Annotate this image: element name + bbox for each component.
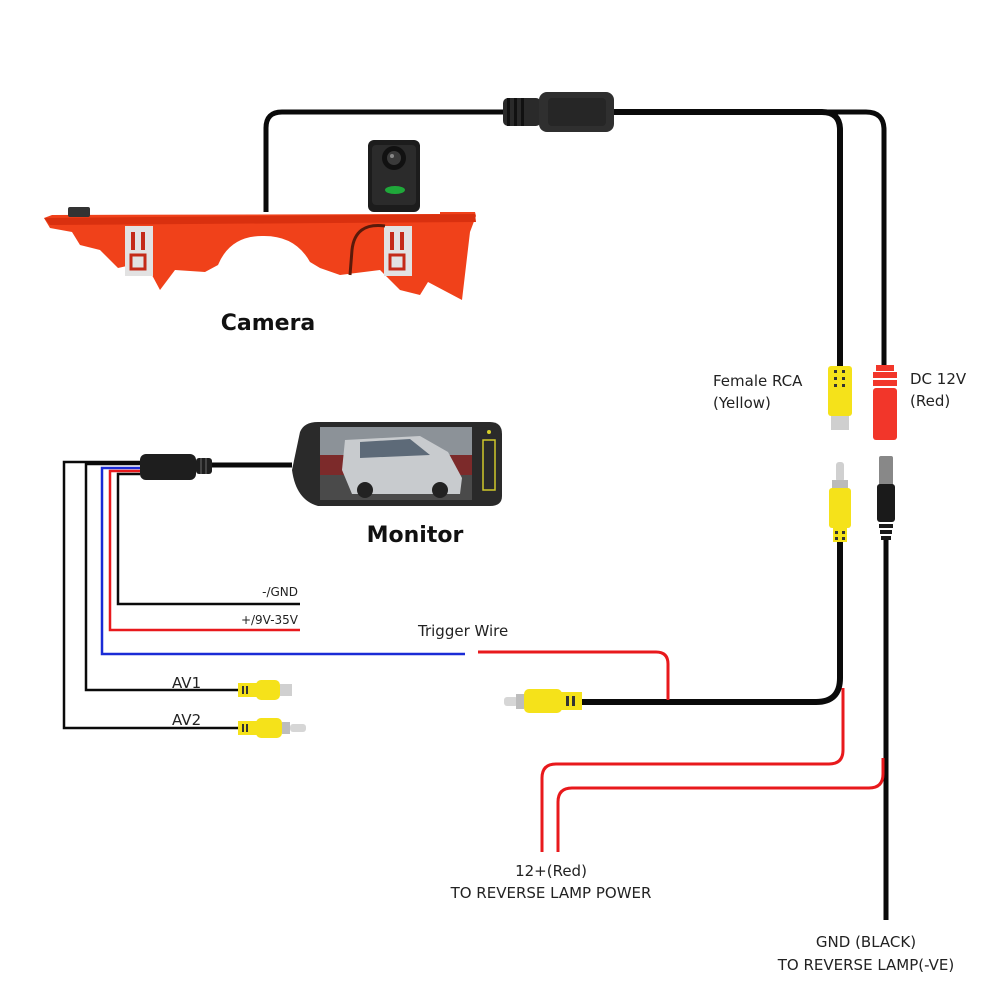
camera-lens-unit xyxy=(368,140,420,212)
ground-label-line1: GND (BLACK) xyxy=(816,933,916,951)
rca-male-to-monitor xyxy=(504,689,582,713)
camera-cable-connector xyxy=(503,92,614,132)
camera-cable xyxy=(263,109,887,368)
female-rca-label-line1: Female RCA xyxy=(713,372,803,390)
power-label-line1: 12+(Red) xyxy=(515,862,587,880)
av1-label: AV1 xyxy=(172,674,201,692)
ground-label-line2: TO REVERSE LAMP(-VE) xyxy=(777,956,955,974)
trigger-wire-label: Trigger Wire xyxy=(417,622,508,640)
metal-clip-right xyxy=(384,226,412,276)
trigger-wire-red xyxy=(478,650,670,700)
male-rca-yellow-connector xyxy=(829,462,851,542)
av2-label: AV2 xyxy=(172,711,201,729)
monitor-harness xyxy=(62,460,465,730)
female-rca-yellow-connector xyxy=(828,366,852,430)
metal-clip-left xyxy=(125,226,153,276)
female-rca-label-line2: (Yellow) xyxy=(713,394,771,412)
monitor xyxy=(292,422,502,506)
video-cable xyxy=(582,542,843,705)
power-label-line2: TO REVERSE LAMP POWER xyxy=(450,884,652,902)
dc-male-black-connector xyxy=(877,456,895,540)
dc-12v-label-line1: DC 12V xyxy=(910,370,967,388)
dc-12v-red-connector xyxy=(873,365,897,440)
av2-rca-connector xyxy=(238,718,306,738)
power-wire-1 xyxy=(540,688,845,852)
power-wire-label: +/9V-35V xyxy=(241,613,299,627)
monitor-label: Monitor xyxy=(367,523,464,548)
gnd-wire-label: -/GND xyxy=(262,585,298,599)
dc-12v-label-line2: (Red) xyxy=(910,392,950,410)
power-wire-2 xyxy=(556,758,885,852)
camera-label: Camera xyxy=(221,311,316,336)
av1-rca-connector xyxy=(238,680,292,700)
monitor-cable-connector xyxy=(140,454,212,480)
camera-housing xyxy=(44,207,476,300)
